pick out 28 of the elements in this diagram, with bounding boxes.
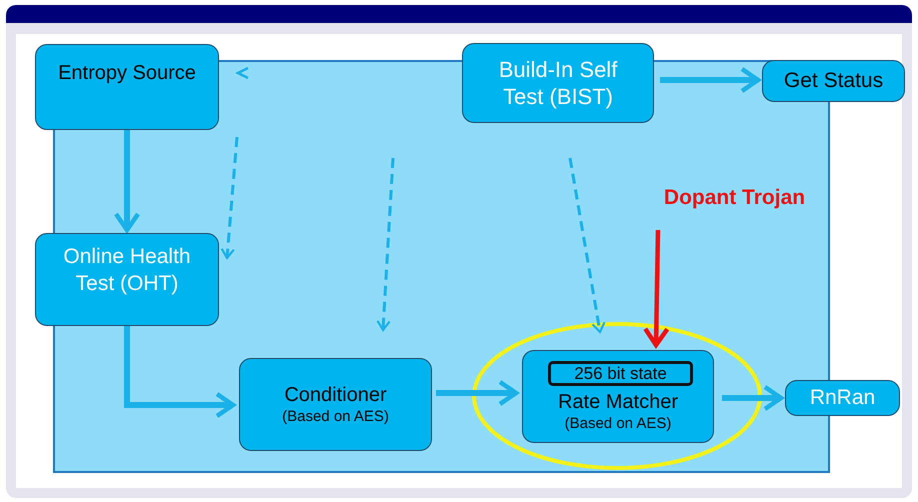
arrow	[722, 384, 784, 412]
dashed-arrow	[376, 158, 394, 332]
process-box	[462, 43, 654, 123]
box-note: (Based on AES)	[564, 414, 672, 434]
box-label: Build-In Self Test (BIST)	[498, 56, 618, 110]
arrow	[660, 66, 760, 94]
arrow	[124, 326, 236, 418]
state-box	[548, 361, 693, 386]
arrow	[436, 380, 518, 406]
process-box	[35, 44, 219, 130]
dashed-arrow	[220, 136, 238, 260]
output-box	[785, 380, 900, 416]
box-title: Conditioner	[284, 382, 387, 408]
box-label: Dopant Trojan	[664, 184, 806, 211]
dashed-arrow	[568, 158, 606, 334]
box-label: 256 bit state	[574, 362, 667, 384]
process-box	[522, 350, 714, 443]
box-label: RnRan	[810, 384, 876, 411]
arrow	[643, 230, 670, 348]
arrow	[114, 130, 140, 232]
process-box	[35, 233, 219, 326]
process-box	[239, 358, 432, 451]
box-label: Online Health Test (OHT)	[62, 244, 192, 296]
box-label: Get Status	[784, 68, 884, 94]
process-box	[762, 60, 905, 102]
box-title: Rate Matcher	[558, 390, 678, 415]
box-note: (Based on AES)	[282, 408, 389, 426]
box-label: Entropy Source	[58, 60, 196, 86]
